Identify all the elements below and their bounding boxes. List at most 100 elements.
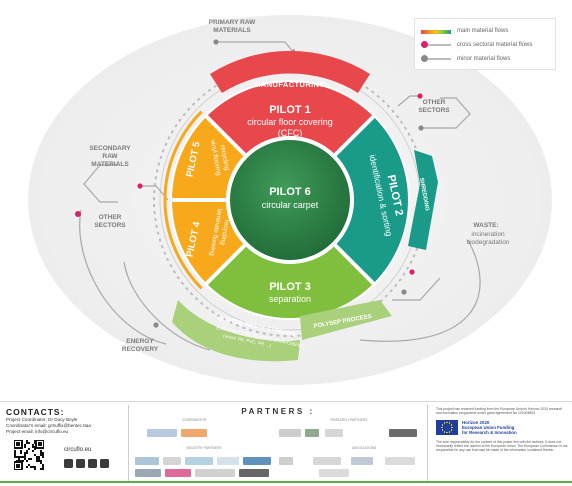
partner-logo[interactable] <box>185 457 213 465</box>
eu-star <box>443 431 446 433</box>
eu-star <box>446 431 448 434</box>
eu-star <box>441 426 443 429</box>
footer: CONTACTS: Project Coordinator: Dr Ducy B… <box>0 401 572 486</box>
coordinator-name: Project Coordinator: Dr Ducy Boyle <box>6 417 78 422</box>
secondary-raw-line2: RAW <box>102 153 118 160</box>
pilot6-line1: circular carpet <box>262 200 319 210</box>
partner-logo[interactable] <box>313 457 341 465</box>
energy-line2: RECOVERY <box>122 346 159 353</box>
linkedin-icon[interactable] <box>76 459 85 468</box>
partner-logo[interactable] <box>163 457 181 465</box>
legend: main material flows cross sectoral mater… <box>414 18 556 70</box>
eu-star <box>441 429 444 431</box>
funding-text: This project has received funding from t… <box>436 407 563 416</box>
ring-separators <box>170 113 377 287</box>
disclaimer-text: The sole responsibility for the content … <box>436 439 568 453</box>
project-email[interactable]: Project email: info@circuflo.eu <box>6 429 69 435</box>
pilot6-title: PILOT 6 <box>269 186 311 198</box>
pilot2-segment[interactable] <box>335 116 408 284</box>
pilot45-outer-arc <box>163 110 203 290</box>
twitter-icon[interactable] <box>88 459 97 468</box>
shredding-band <box>408 150 438 250</box>
eu-line1: Horizon 2020 <box>462 420 490 426</box>
partner-logo[interactable] <box>351 457 373 465</box>
partner-logo[interactable] <box>195 469 235 477</box>
pilot-ring-segments <box>163 82 408 318</box>
pilot6-center[interactable] <box>230 140 350 260</box>
cross-flow-swatch <box>421 41 451 49</box>
shredding-label: SHREDDING <box>418 177 430 211</box>
pilot3-segment[interactable] <box>206 245 374 318</box>
partner-logo[interactable] <box>385 457 415 465</box>
ring-separator-1 <box>203 113 247 157</box>
legend-item-cross: cross sectoral material flows <box>421 38 549 52</box>
partner-logo[interactable] <box>217 457 239 465</box>
website-link[interactable]: circuflo.eu <box>64 447 92 453</box>
manufacturing-label: MANUFACTURING <box>254 80 325 89</box>
partner-logo[interactable] <box>239 469 269 477</box>
pilot1-line1: circular floor covering <box>247 117 333 127</box>
partner-logo[interactable] <box>181 429 207 437</box>
eu-flag-icon <box>436 420 458 436</box>
ring-separator-3 <box>333 243 377 287</box>
pilot3-title: PILOT 3 <box>269 281 311 293</box>
waste-line2: incineration <box>471 231 505 238</box>
primary-raw-line1: PRIMARY RAW <box>209 19 256 26</box>
partner-logo[interactable] <box>135 469 161 477</box>
footer-rule <box>0 481 572 483</box>
legend-main-label: main material flows <box>457 28 509 34</box>
group-research: RESEARCH PARTNERS <box>330 418 368 422</box>
legend-cross-label: cross sectoral material flows <box>457 42 533 48</box>
newsletter-icon[interactable] <box>100 459 109 468</box>
eu-line2: European Union Funding <box>462 425 515 431</box>
other-sectors-left-line1: OTHER <box>99 214 122 221</box>
coordinator-email[interactable]: Coordinator's email: grSuffix@bentec.tta… <box>6 423 91 429</box>
eu-star <box>448 422 451 425</box>
eu-star <box>451 426 453 429</box>
eu-star <box>441 424 444 426</box>
legend-minor-label: minor material flows <box>457 56 511 62</box>
waste-line1: WASTE: <box>473 222 498 229</box>
qr-code[interactable] <box>14 440 44 470</box>
contacts-title: CONTACTS: <box>6 407 65 417</box>
eu-star <box>443 422 446 425</box>
main-flow-swatch <box>421 30 451 34</box>
pilot1-segment[interactable] <box>206 82 374 155</box>
partner-logo[interactable] <box>279 457 293 465</box>
group-associations: ASSOCIATIONS <box>351 446 377 450</box>
sorted-streams-band <box>172 300 300 362</box>
external-flow-lines <box>79 41 481 351</box>
polysep-band <box>300 300 392 340</box>
partner-logo[interactable] <box>165 469 191 477</box>
eu-star <box>446 421 448 424</box>
partner-logo[interactable] <box>279 429 301 437</box>
manufacturing-band <box>210 50 370 93</box>
waste-line3: biodegradation <box>466 239 509 246</box>
partner-logo[interactable] <box>325 429 343 437</box>
partner-logo[interactable] <box>319 469 349 477</box>
energy-line1: ENERGY <box>126 338 154 345</box>
partners-title: PARTNERS : <box>241 407 315 416</box>
pilot1-title: PILOT 1 <box>269 104 311 116</box>
partner-logo[interactable] <box>305 429 319 437</box>
partner-logo[interactable] <box>147 429 177 437</box>
other-sectors-right-line2: SECTORS <box>418 107 450 114</box>
eu-star <box>450 429 453 431</box>
pilot4-line2: recycling <box>219 219 230 246</box>
partner-logo[interactable] <box>243 457 271 465</box>
partner-logo[interactable] <box>389 429 417 437</box>
contacts-block: CONTACTS: Project Coordinator: Dr Ducy B… <box>6 407 124 436</box>
flow-dots <box>75 39 424 328</box>
other-sectors-right-line1: OTHER <box>423 99 446 106</box>
funding-block: This project has received funding from t… <box>436 407 568 452</box>
other-sectors-left-line2: SECTORS <box>94 222 126 229</box>
primary-raw-line2: MATERIALS <box>213 27 251 34</box>
minor-flow-swatch <box>421 55 451 63</box>
partner-logo[interactable] <box>135 457 159 465</box>
youtube-icon[interactable] <box>64 459 73 468</box>
social-links <box>64 459 109 468</box>
ring-separator-2 <box>333 113 377 157</box>
secondary-raw-line1: SECONDARY <box>89 145 131 152</box>
eu-line3: for Research & Innovation <box>462 430 517 436</box>
pilot5-line2: recycling <box>219 144 230 171</box>
